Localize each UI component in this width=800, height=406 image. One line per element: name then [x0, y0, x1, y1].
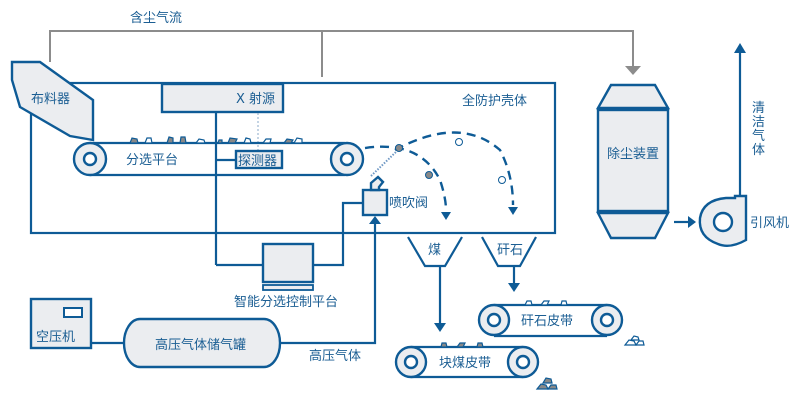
- sorting-platform-label: 分选平台: [126, 153, 178, 168]
- dusty-airflow-pipe: [49, 30, 641, 77]
- fan-label: 引风机: [750, 216, 789, 231]
- feeder-label: 布料器: [31, 92, 70, 107]
- gangue-conveyor: [477, 300, 645, 346]
- induced-draft-fan: [698, 194, 748, 247]
- svg-text:体: 体: [752, 143, 765, 158]
- protective-enclosure: [29, 81, 557, 235]
- coal-label: 煤: [428, 243, 441, 258]
- sorting-conveyor: [72, 136, 365, 177]
- enclosure-label: 全防护壳体: [462, 93, 527, 109]
- airflow-arrow-icon: [625, 66, 641, 75]
- air-valve-label: 喷吹阀: [389, 196, 428, 211]
- compressor-label: 空压机: [36, 330, 75, 345]
- gangue-hopper: [481, 236, 537, 268]
- xray-source-label: X 射源: [236, 91, 275, 107]
- gangue-belt-label: 矸石皮带: [521, 314, 573, 329]
- coal-conveyor: [394, 342, 558, 390]
- svg-text:洁: 洁: [752, 115, 765, 130]
- control-monitor: [261, 242, 315, 284]
- air-tank-label: 高压气体储气罐: [155, 337, 246, 353]
- dust-collector-label: 除尘装置: [607, 147, 659, 162]
- svg-text:清: 清: [752, 101, 765, 116]
- coal-hopper: [407, 236, 463, 268]
- detector-label: 探测器: [238, 154, 277, 169]
- xray-source: [160, 82, 285, 114]
- dusty-airflow-label: 含尘气流: [130, 10, 182, 26]
- svg-text:气: 气: [752, 128, 765, 144]
- trajectories: [364, 131, 518, 220]
- coal-belt-label: 块煤皮带: [439, 356, 491, 371]
- gangue-label: 矸石: [497, 243, 523, 258]
- clean-gas-arrow-icon: [734, 43, 746, 53]
- air-valve: [361, 188, 389, 217]
- clean-gas-label: 清 洁 气 体: [752, 101, 765, 158]
- material-lumps: [129, 136, 303, 144]
- feeder: [10, 60, 95, 142]
- high-pressure-gas-label: 高压气体: [309, 348, 361, 364]
- control-platform-label: 智能分选控制平台: [234, 295, 338, 310]
- dust-collector: [595, 83, 671, 240]
